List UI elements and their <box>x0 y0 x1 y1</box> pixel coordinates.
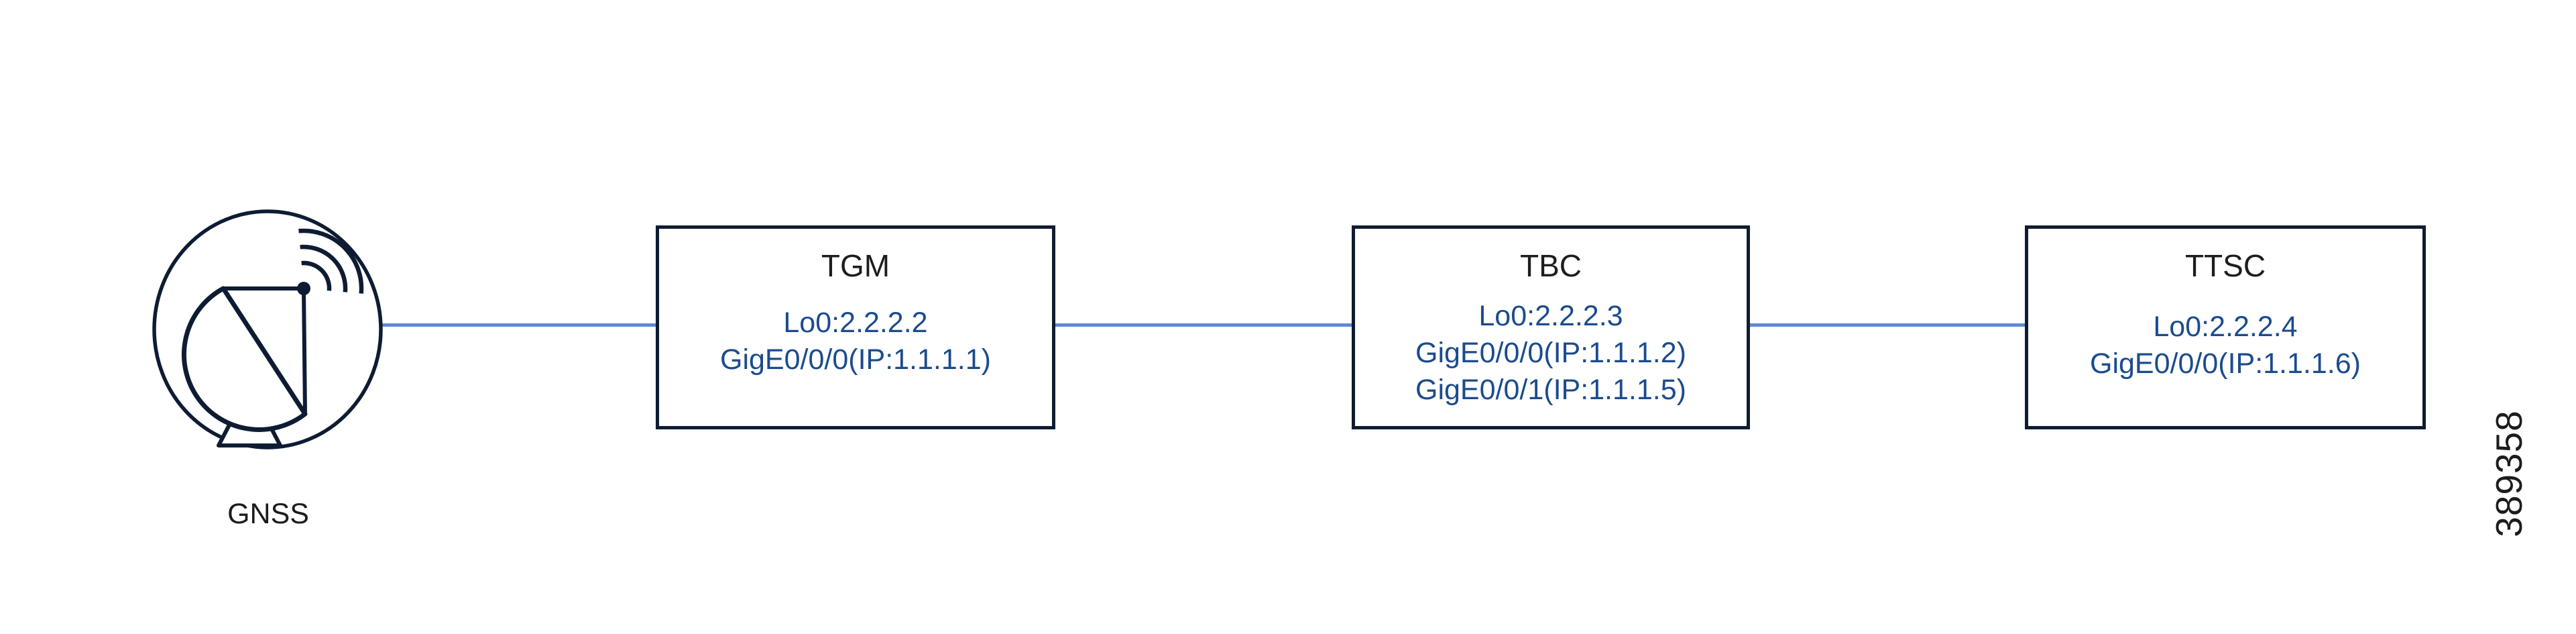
gnss-source-node <box>149 207 386 452</box>
node-ttsc-details: Lo0:2.2.2.4 GigE0/0/0(IP:1.1.1.6) <box>2028 309 2422 382</box>
node-ttsc-title: TTSC <box>2184 248 2266 283</box>
node-tgm-loopback: Lo0:2.2.2.2 <box>783 307 928 339</box>
link-tgm-to-tbc <box>1054 323 1353 327</box>
figure-number: 389358 <box>2488 410 2530 537</box>
node-tbc-title: TBC <box>1520 248 1582 283</box>
node-tgm: TGM Lo0:2.2.2.2 GigE0/0/0(IP:1.1.1.1) <box>656 225 1055 429</box>
node-tbc-interface-gige000: GigE0/0/0(IP:1.1.1.2) <box>1415 337 1686 369</box>
gnss-label: GNSS <box>227 498 309 530</box>
node-tbc-interface-gige001: GigE0/0/1(IP:1.1.1.5) <box>1415 374 1686 406</box>
node-ttsc-interface-gige000: GigE0/0/0(IP:1.1.1.6) <box>2090 348 2361 380</box>
link-tbc-to-ttsc <box>1749 323 2026 327</box>
node-tgm-details: Lo0:2.2.2.2 GigE0/0/0(IP:1.1.1.1) <box>659 305 1052 378</box>
link-gnss-to-tgm <box>379 323 657 327</box>
satellite-dish-icon <box>152 209 383 450</box>
node-tgm-title: TGM <box>821 248 890 283</box>
node-tgm-interface-gige000: GigE0/0/0(IP:1.1.1.1) <box>720 344 991 376</box>
node-tbc: TBC Lo0:2.2.2.3 GigE0/0/0(IP:1.1.1.2) Gi… <box>1352 225 1750 429</box>
node-ttsc: TTSC Lo0:2.2.2.4 GigE0/0/0(IP:1.1.1.6) <box>2025 225 2426 429</box>
node-tbc-details: Lo0:2.2.2.3 GigE0/0/0(IP:1.1.1.2) GigE0/… <box>1355 298 1747 409</box>
node-tbc-loopback: Lo0:2.2.2.3 <box>1478 300 1623 332</box>
node-ttsc-loopback: Lo0:2.2.2.4 <box>2153 311 2298 343</box>
